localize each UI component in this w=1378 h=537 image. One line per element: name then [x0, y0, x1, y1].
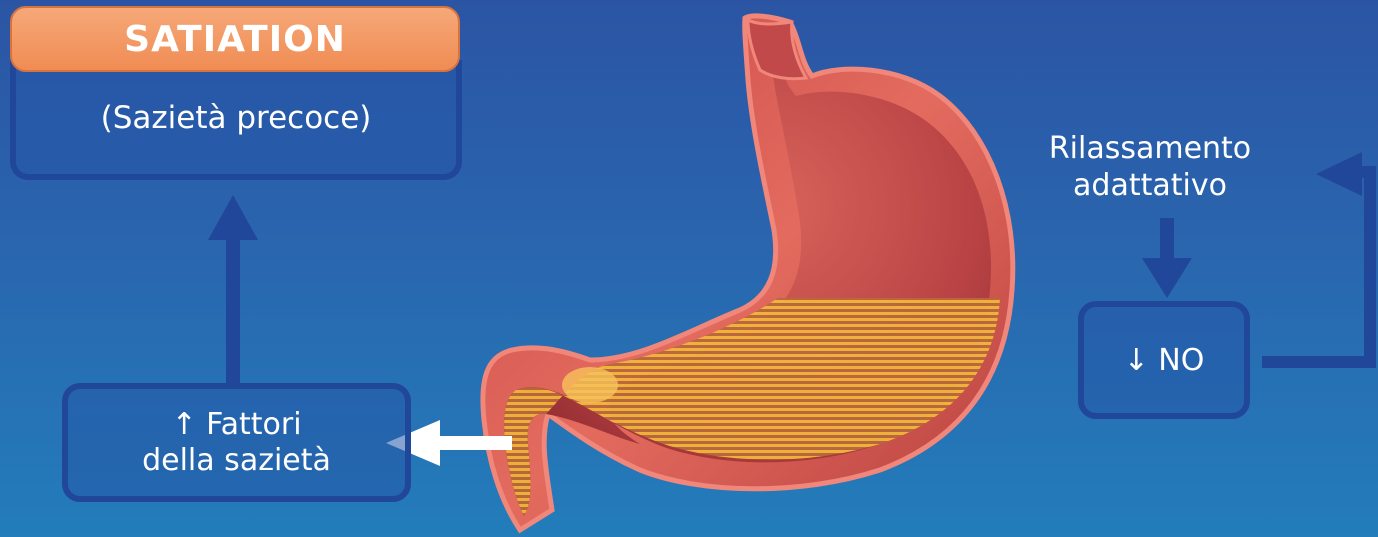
satiation-box: (Sazietà precoce)	[10, 60, 462, 180]
no-label: ↓ NO	[1124, 343, 1205, 378]
satiation-title: SATIATION	[10, 6, 460, 72]
relaxation-line-1: Rilassamento	[1020, 130, 1280, 167]
arrow-up-to-satiation	[208, 195, 258, 387]
adaptive-relaxation-label: Rilassamento adattativo	[1020, 130, 1280, 204]
factors-line-2: della sazietà	[142, 443, 331, 479]
satiation-title-text: SATIATION	[124, 19, 346, 60]
arrow-down-icon	[1142, 218, 1192, 298]
satiety-factors-box: ↑ Fattori della sazietà	[62, 383, 411, 502]
stomach-illustration	[483, 16, 1013, 530]
satiation-subtitle: (Sazietà precoce)	[101, 100, 372, 136]
nitric-oxide-box: ↓ NO	[1078, 301, 1250, 419]
factors-line-1: ↑ Fattori	[142, 407, 331, 443]
relaxation-line-2: adattativo	[1020, 167, 1280, 204]
